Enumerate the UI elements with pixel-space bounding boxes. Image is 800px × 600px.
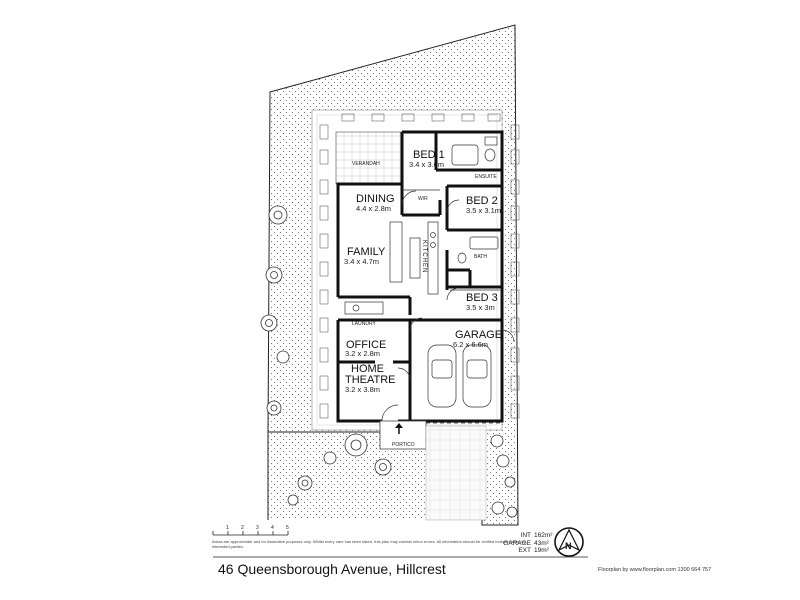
office-dims: 3.2 x 2.8m — [345, 349, 380, 358]
office-label: OFFICE — [346, 339, 386, 351]
area-int-value: 162m² — [534, 532, 553, 539]
room-labels: VERANDAH BED 1 3.4 x 3.6m ENSUITE DINING… — [344, 149, 502, 448]
scale-tick-1: 1 — [226, 525, 229, 531]
theatre-label-line1: HOME — [351, 363, 384, 375]
bath-label: BATH — [474, 254, 487, 260]
area-ext-value: 19m² — [534, 547, 549, 554]
bed2-label: BED 2 — [466, 195, 498, 207]
scale-tick-5: 5 — [286, 525, 289, 531]
laundry-label: LAUNDRY — [352, 321, 376, 327]
trees — [260, 205, 518, 518]
ensuite-label: ENSUITE — [475, 174, 497, 180]
scale-tick-4: 4 — [271, 525, 274, 531]
property-address: 46 Queensborough Avenue, Hillcrest — [218, 561, 446, 577]
paving-markers — [319, 113, 520, 419]
family-dims: 3.4 x 4.7m — [344, 257, 379, 266]
area-int-row: INT 162m² — [488, 532, 556, 540]
kitchen-label: KITCHEN — [421, 240, 427, 273]
area-ext-row: EXT 19m² — [488, 547, 556, 555]
area-garage-value: 43m² — [534, 539, 549, 547]
family-label: FAMILY — [347, 246, 386, 258]
driveway — [425, 425, 487, 521]
area-summary: INT 162m² GARAGE 43m² EXT 19m² — [488, 532, 556, 555]
dining-dims: 4.4 x 2.8m — [356, 204, 391, 213]
north-compass-icon: N — [554, 527, 584, 557]
bed1-label: BED 1 — [413, 149, 445, 161]
scale-tick-3: 3 — [256, 525, 259, 531]
compass-letter: N — [565, 541, 572, 551]
bed3-dims: 3.5 x 3m — [466, 303, 495, 312]
bed1-dims: 3.4 x 3.6m — [409, 160, 444, 169]
portico-label: PORTICO — [392, 442, 415, 448]
verandah-label: VERANDAH — [352, 161, 380, 167]
bed3-label: BED 3 — [466, 292, 498, 304]
scale-tick-2: 2 — [241, 525, 244, 531]
garage-label: GARAGE — [455, 329, 502, 341]
dining-label: DINING — [356, 193, 395, 205]
garage-dims: 6.2 x 6.6m — [453, 340, 488, 349]
verandah-area — [335, 131, 403, 185]
theatre-label-line2: THEATRE — [345, 374, 396, 386]
area-garage-row: GARAGE 43m² — [488, 540, 556, 548]
theatre-dims: 3.2 x 3.8m — [345, 385, 380, 394]
area-int-label: INT — [520, 532, 531, 539]
disclaimer-text: Areas are approximate and for illustrati… — [212, 539, 526, 549]
house-walls — [336, 130, 504, 423]
area-garage-label: GARAGE — [503, 539, 531, 547]
area-ext-label: EXT — [518, 547, 531, 554]
floorplan-credit: Floorplan by www.floorplan.com 1300 664 … — [598, 567, 712, 573]
interior-details — [344, 136, 515, 424]
scale-bar: 1 2 3 4 5 — [212, 525, 289, 536]
bed2-dims: 3.5 x 3.1m — [466, 206, 501, 215]
wir-label: W/R — [418, 196, 428, 202]
